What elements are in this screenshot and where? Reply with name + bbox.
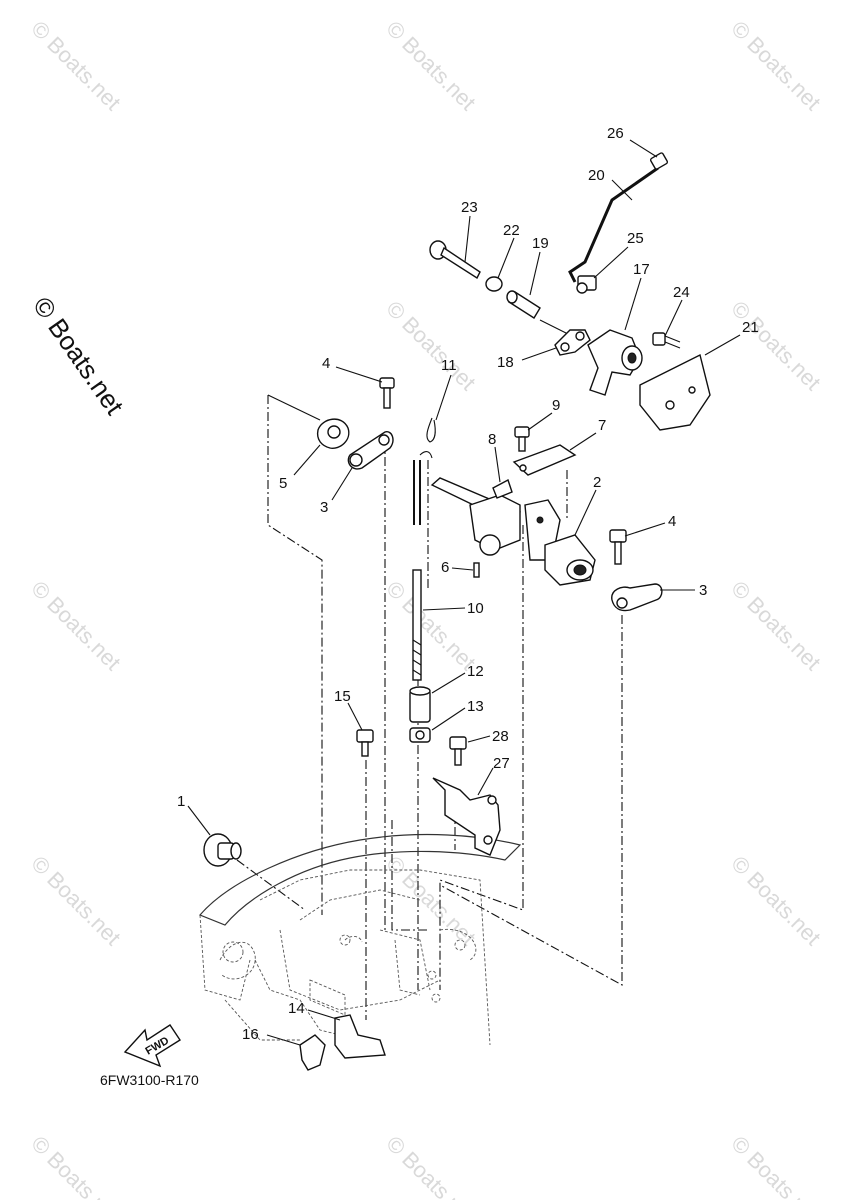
watermark: © Boats.net	[726, 1131, 825, 1200]
callout-15: 15	[334, 688, 351, 705]
watermark: © Boats.net	[381, 851, 480, 950]
callout-19: 19	[532, 235, 549, 252]
callout-6: 6	[441, 559, 449, 576]
callout-21: 21	[742, 319, 759, 336]
watermark: © Boats.net	[26, 851, 125, 950]
clamp	[299, 1034, 326, 1071]
callout-14: 14	[288, 1000, 305, 1017]
watermark: © Boats.net	[26, 1131, 125, 1200]
bottom-cowling	[198, 833, 522, 1046]
watermark: © Boats.net	[381, 296, 480, 395]
brand-watermark: © Boats.net	[27, 291, 130, 420]
callout-3b: 3	[699, 582, 707, 599]
callout-3a: 3	[320, 499, 328, 516]
callout-22: 22	[503, 222, 520, 239]
shift-arm-right	[611, 583, 663, 612]
diagram-code: 6FW3100-R170	[100, 1072, 199, 1088]
callout-18: 18	[497, 354, 514, 371]
watermark: © Boats.net	[726, 851, 825, 950]
nut	[409, 727, 431, 743]
shift-shaft-assembly	[430, 477, 596, 586]
callout-1: 1	[177, 793, 185, 810]
callout-24: 24	[673, 284, 690, 301]
watermark: © Boats.net	[26, 576, 125, 675]
bolt-15	[356, 729, 374, 757]
bolt-28	[449, 736, 467, 766]
leader-lines	[187, 139, 741, 1046]
dowel-pin	[473, 562, 480, 578]
bolt-4a	[379, 377, 395, 409]
callout-23: 23	[461, 199, 478, 216]
callout-9: 9	[552, 397, 560, 414]
watermark: © Boats.net	[726, 16, 825, 115]
watermark: © Boats.net	[381, 1131, 480, 1200]
shift-rod	[412, 451, 433, 681]
bracket-14	[334, 1014, 386, 1059]
callout-13: 13	[467, 698, 484, 715]
plate	[512, 444, 577, 476]
watermark: © Boats.net	[381, 576, 480, 675]
bolt-23	[429, 240, 481, 280]
bolt-24	[652, 332, 681, 349]
callout-2: 2	[593, 474, 601, 491]
collar	[506, 290, 541, 319]
mounting-plate	[639, 353, 711, 431]
callout-8: 8	[488, 431, 496, 448]
lever	[568, 166, 659, 283]
callout-28: 28	[492, 728, 509, 745]
joint	[576, 275, 597, 294]
watermark: © Boats.net	[26, 16, 125, 115]
bolt-9	[514, 426, 530, 452]
sleeve	[409, 686, 431, 723]
bracket	[587, 329, 643, 396]
callout-26: 26	[607, 125, 624, 142]
callout-7: 7	[598, 417, 606, 434]
washer	[485, 276, 503, 292]
callout-11: 11	[441, 357, 457, 374]
bolt-4b	[609, 529, 627, 565]
callout-4a: 4	[322, 355, 330, 372]
callouts: 26 20 23 22 19 25 17 24 21 18 4 11 9 7 8…	[177, 125, 759, 1043]
assembly-lines	[236, 319, 623, 1020]
callout-16: 16	[242, 1026, 259, 1043]
callout-27: 27	[493, 755, 510, 772]
callout-25: 25	[627, 230, 644, 247]
shift-arm-left	[347, 431, 394, 470]
callout-20: 20	[588, 167, 605, 184]
watermark: © Boats.net	[381, 16, 480, 115]
callout-12: 12	[467, 663, 484, 680]
clip	[316, 418, 350, 449]
callout-10: 10	[467, 600, 484, 617]
callout-4b: 4	[668, 513, 676, 530]
clip-18	[554, 329, 591, 356]
watermark: © Boats.net	[726, 576, 825, 675]
cotter-pin	[426, 417, 436, 443]
grommet	[203, 833, 242, 867]
fwd-arrow: FWD	[123, 1024, 181, 1068]
bracket-27	[432, 777, 501, 856]
callout-5: 5	[279, 475, 287, 492]
watermark: © Boats.net	[726, 296, 825, 395]
watermarks: © Boats.net © Boats.net © Boats.net © Bo…	[26, 16, 825, 1200]
callout-17: 17	[633, 261, 650, 278]
